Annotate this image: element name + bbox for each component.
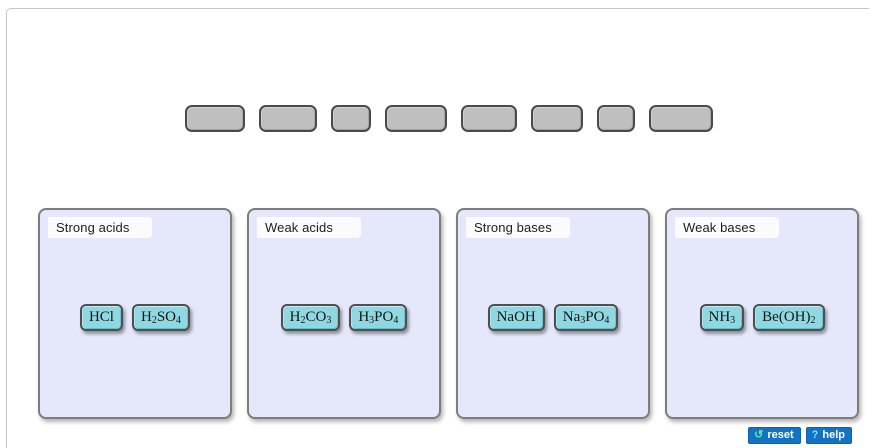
chip-hcl[interactable]: HCl [79, 304, 123, 331]
action-bar: ↺reset?help [748, 427, 852, 444]
answer-slot-4[interactable] [385, 104, 447, 132]
answer-slot-6[interactable] [531, 104, 583, 132]
help-button-label: help [822, 429, 845, 441]
answer-slot-2[interactable] [259, 104, 317, 132]
chip-naoh[interactable]: NaOH [487, 304, 545, 331]
answer-slot-3[interactable] [331, 104, 371, 132]
help-button[interactable]: ?help [805, 427, 852, 444]
answer-slot-7[interactable] [597, 104, 635, 132]
panel-label-strong-bases: Strong bases [466, 217, 570, 238]
reset-button[interactable]: ↺reset [748, 427, 801, 444]
panel-label-strong-acids: Strong acids [48, 217, 152, 238]
answer-slot-1[interactable] [185, 104, 245, 132]
reset-circular-arrow-icon: ↺ [754, 429, 764, 441]
panel-label-weak-bases: Weak bases [675, 217, 779, 238]
answer-slot-5[interactable] [461, 104, 517, 132]
question-mark-icon: ? [811, 429, 819, 441]
chip-beoh2[interactable]: Be(OH)2 [753, 304, 825, 331]
answer-slot-tray [185, 104, 713, 132]
reset-button-label: reset [767, 429, 794, 441]
panel-label-weak-acids: Weak acids [257, 217, 361, 238]
answer-slot-8[interactable] [649, 104, 713, 132]
